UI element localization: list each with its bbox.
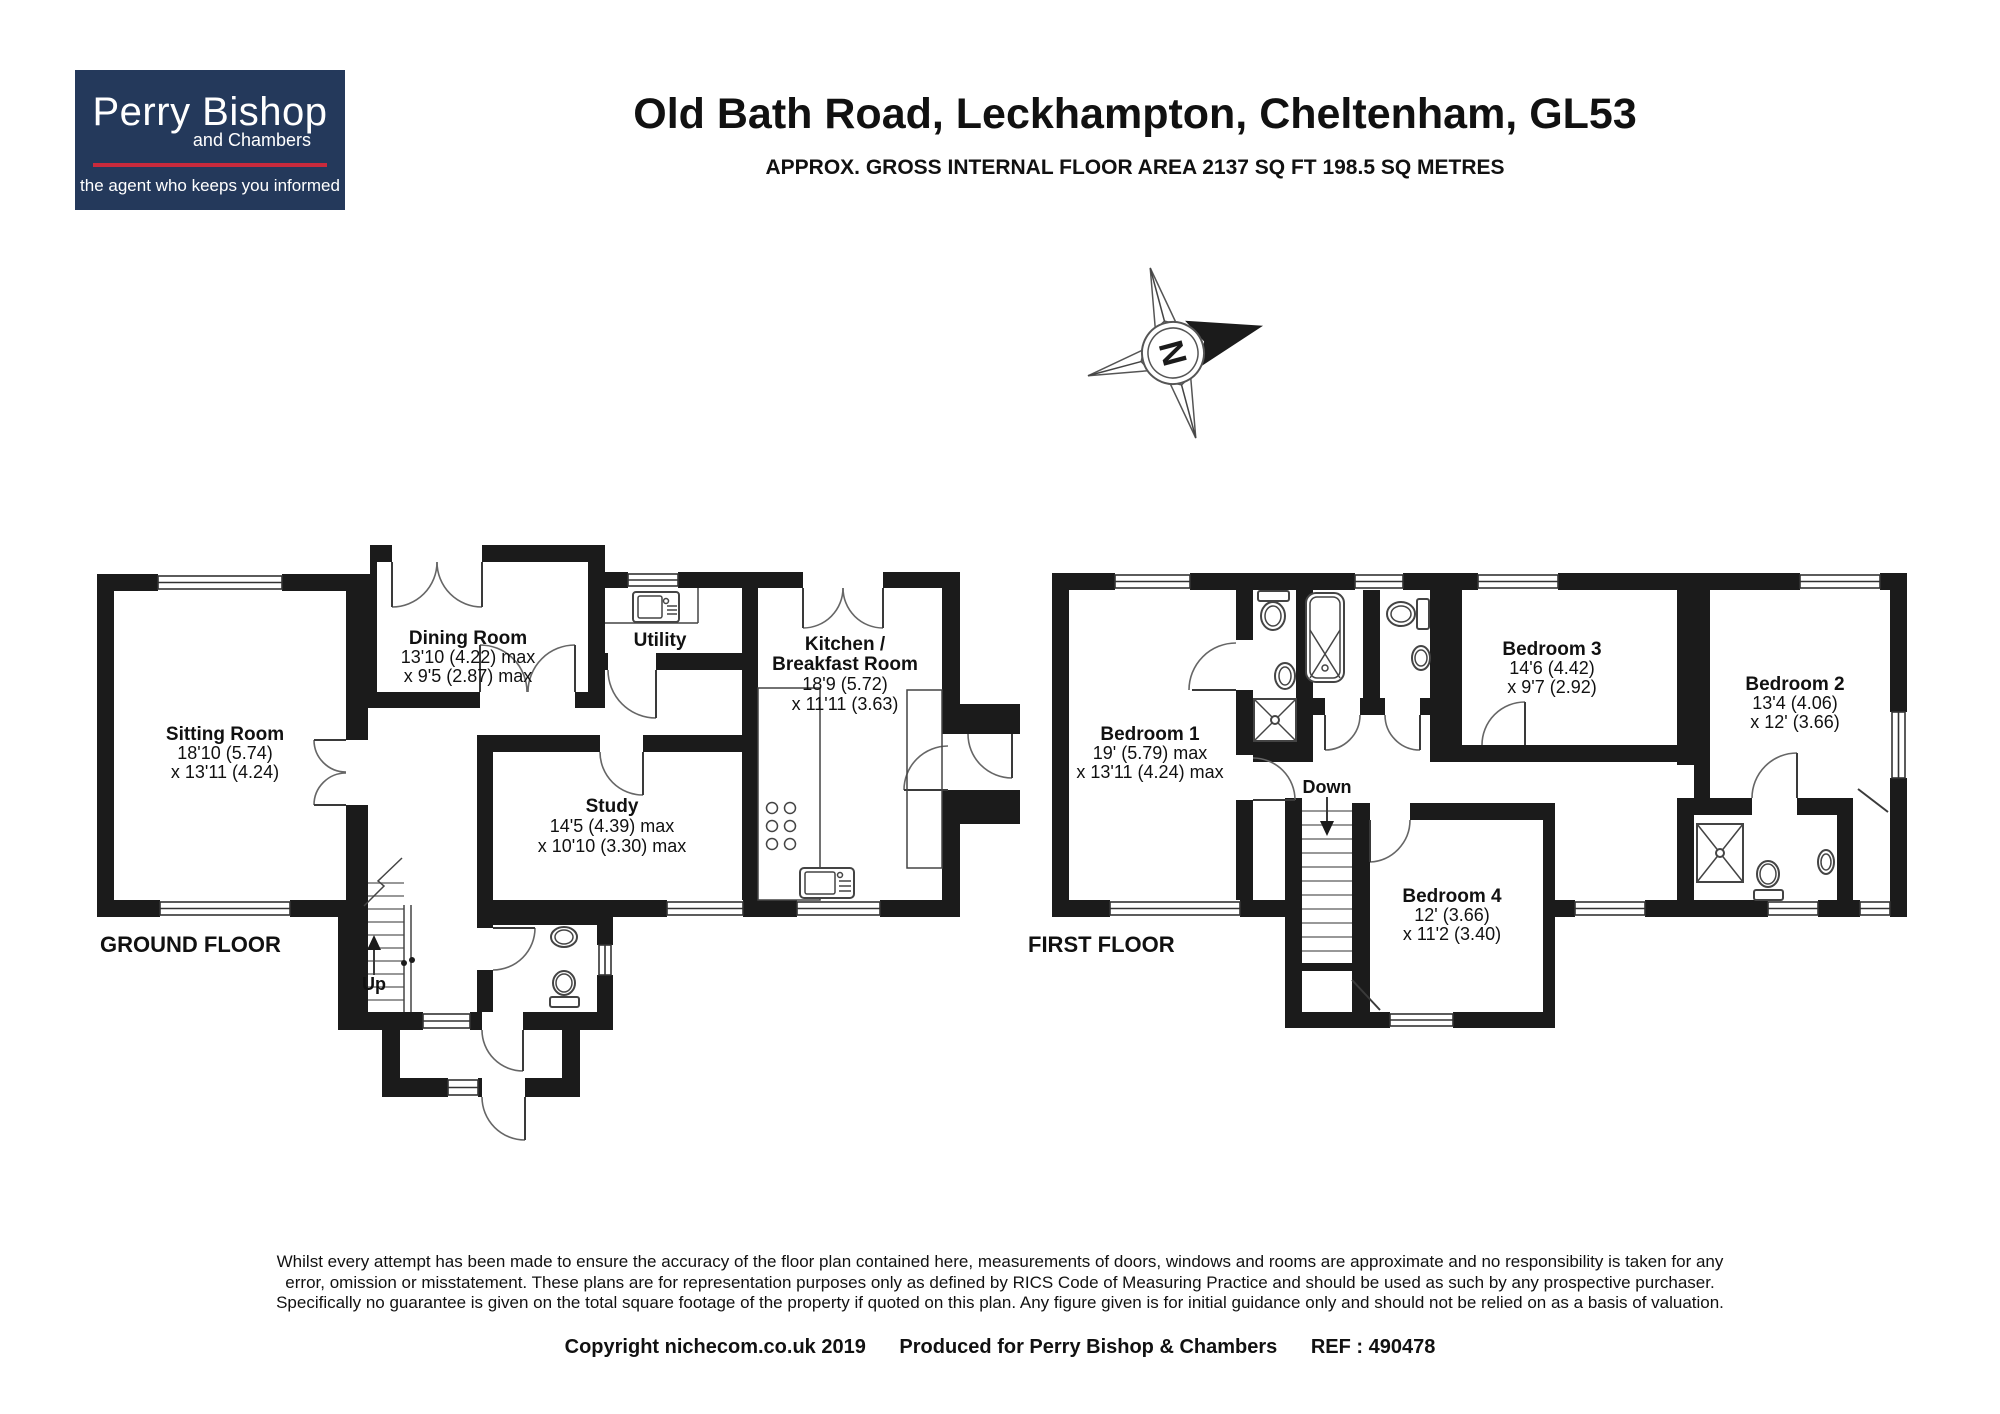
bedroom3-label: Bedroom 3 bbox=[1502, 639, 1601, 660]
disclaimer-line-3: Specifically no guarantee is given on th… bbox=[276, 1293, 1724, 1312]
floor-area-subtitle: APPROX. GROSS INTERNAL FLOOR AREA 2137 S… bbox=[765, 156, 1505, 179]
reference-number: REF : 490478 bbox=[1310, 1336, 1436, 1358]
disclaimer-line-1: Whilst every attempt has been made to en… bbox=[276, 1252, 1724, 1271]
kitchen-dim1: 18'9 (5.72) bbox=[802, 674, 888, 694]
ensuite-basin-icon bbox=[1274, 662, 1296, 690]
stairs-down bbox=[1302, 797, 1352, 952]
bedroom3-room bbox=[1462, 590, 1677, 745]
bedroom2-dim1: 13'4 (4.06) bbox=[1752, 693, 1838, 713]
bedroom1-label: Bedroom 1 bbox=[1100, 724, 1200, 745]
kitchen-label-1: Kitchen / bbox=[805, 634, 886, 655]
disclaimer-block: Whilst every attempt has been made to en… bbox=[0, 1252, 2000, 1314]
produced-for-text: Produced for Perry Bishop & Chambers bbox=[899, 1336, 1278, 1358]
ground-floor-title: GROUND FLOOR bbox=[100, 932, 281, 957]
bedroom3-dim2: x 9'7 (2.92) bbox=[1507, 677, 1596, 697]
bedroom3-dim1: 14'6 (4.42) bbox=[1509, 658, 1595, 678]
first-floor-plan: Bedroom 1 19' (5.79) max x 13'11 (4.24) … bbox=[1028, 573, 1907, 1028]
logo-brand-sub: and Chambers bbox=[192, 130, 311, 150]
doors-first bbox=[1188, 642, 1889, 1011]
study-dim1: 14'5 (4.39) max bbox=[550, 816, 675, 836]
ensuite-toilet-icon bbox=[1257, 590, 1290, 631]
sitting-room-dim1: 18'10 (5.74) bbox=[177, 743, 273, 763]
kitchen-dim2: x 11'11 (3.63) bbox=[792, 694, 899, 714]
bedroom2-room bbox=[1710, 590, 1890, 798]
stairs-down-label: Down bbox=[1303, 777, 1352, 797]
ensuite-shower-icon bbox=[1253, 698, 1297, 742]
closet bbox=[1853, 815, 1890, 900]
wc-room bbox=[493, 925, 597, 1012]
shower-room-toilet-icon bbox=[1753, 860, 1784, 901]
landing-notch bbox=[1313, 715, 1430, 762]
stairs-up bbox=[363, 857, 415, 1012]
wc-basin-icon bbox=[550, 926, 578, 948]
bathroom-basin-icon bbox=[1411, 645, 1431, 671]
kitchen-room bbox=[758, 588, 942, 900]
utility-sink-icon bbox=[605, 588, 699, 624]
dining-room-dim1: 13'10 (4.22) max bbox=[401, 647, 536, 667]
disclaimer-line-2: error, omission or misstatement. These p… bbox=[285, 1272, 1715, 1292]
bedroom4-dim1: 12' (3.66) bbox=[1414, 905, 1489, 925]
bedroom1-dim2: x 13'11 (4.24) max bbox=[1076, 762, 1223, 782]
shower-room-basin-icon bbox=[1817, 849, 1835, 875]
dining-room-label: Dining Room bbox=[409, 628, 527, 649]
shower-room-shower-icon bbox=[1696, 823, 1744, 883]
utility-label: Utility bbox=[634, 630, 687, 651]
bathroom-toilet-icon bbox=[1386, 598, 1430, 630]
porch bbox=[400, 1030, 562, 1078]
hob-icon bbox=[765, 801, 797, 851]
logo-tagline: the agent who keeps you informed bbox=[80, 176, 340, 195]
bedroom4-dim2: x 11'2 (3.40) bbox=[1403, 924, 1501, 944]
agency-logo: Perry Bishop and Chambers the agent who … bbox=[75, 70, 345, 210]
doors-ground bbox=[313, 561, 1013, 1141]
copyright-line: Copyright nichecom.co.uk 2019 Produced f… bbox=[0, 1336, 2000, 1359]
study-room bbox=[493, 752, 742, 900]
wc-toilet-icon bbox=[549, 970, 580, 1008]
windows-ground bbox=[157, 572, 881, 1097]
copyright-text: Copyright nichecom.co.uk 2019 bbox=[564, 1336, 866, 1358]
bath-icon bbox=[1305, 592, 1345, 683]
bedroom2-dim2: x 12' (3.66) bbox=[1750, 712, 1839, 732]
side-lobby bbox=[942, 734, 1020, 790]
first-floor-title: FIRST FLOOR bbox=[1028, 932, 1175, 957]
bedroom1-room bbox=[1069, 590, 1236, 900]
page-title: Old Bath Road, Leckhampton, Cheltenham, … bbox=[633, 90, 1637, 138]
kitchen-label-2: Breakfast Room bbox=[772, 654, 918, 675]
study-dim2: x 10'10 (3.30) max bbox=[538, 836, 687, 856]
stairs-up-label: Up bbox=[362, 974, 386, 994]
bedroom1-dim1: 19' (5.79) max bbox=[1093, 743, 1208, 763]
kitchen-counter bbox=[757, 687, 943, 901]
ground-floor-plan: Sitting Room 18'10 (5.74) x 13'11 (4.24)… bbox=[97, 545, 1020, 1141]
compass-icon: N bbox=[1087, 267, 1264, 439]
bedroom4-label: Bedroom 4 bbox=[1402, 886, 1502, 907]
bedroom4-room bbox=[1370, 820, 1543, 1012]
bedroom2-label: Bedroom 2 bbox=[1745, 674, 1844, 695]
study-label: Study bbox=[586, 796, 639, 817]
dining-room-dim2: x 9'5 (2.87) max bbox=[404, 666, 533, 686]
sitting-room bbox=[114, 591, 346, 900]
sitting-room-label: Sitting Room bbox=[166, 724, 284, 745]
hallway bbox=[368, 708, 477, 1012]
logo-brand-name: Perry Bishop bbox=[92, 90, 328, 134]
windows-first bbox=[1109, 573, 1907, 1028]
logo-divider bbox=[93, 163, 327, 167]
kitchen-sink-icon bbox=[799, 867, 855, 899]
sitting-room-dim2: x 13'11 (4.24) bbox=[171, 762, 279, 782]
